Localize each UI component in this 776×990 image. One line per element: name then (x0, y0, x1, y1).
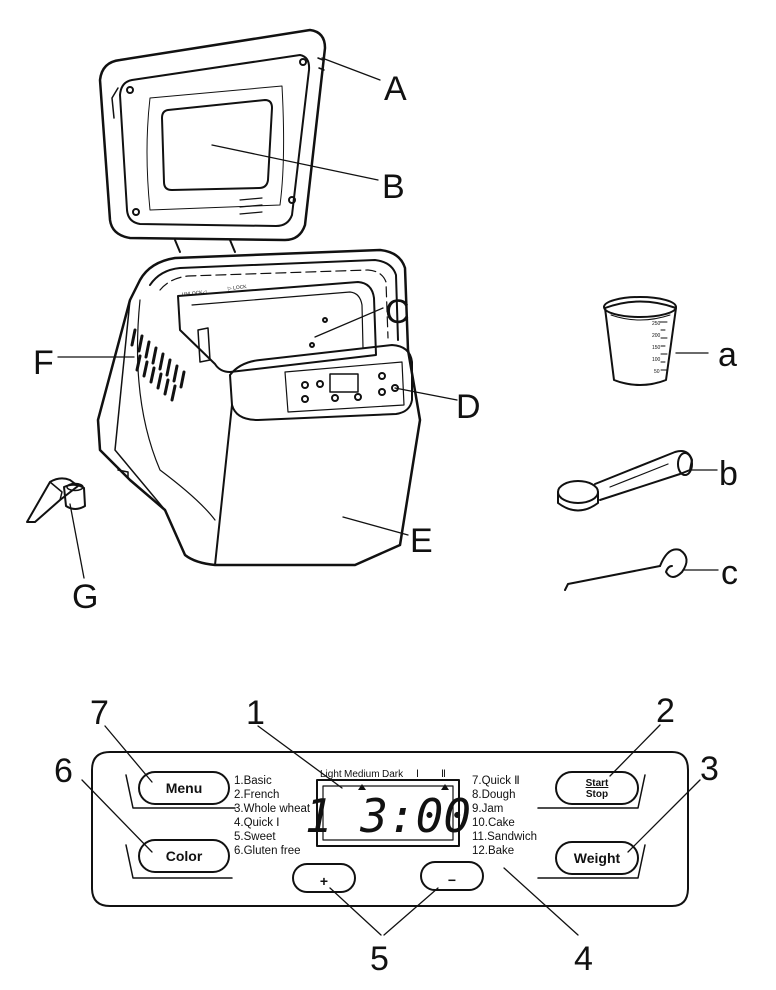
kneading-paddle (26, 477, 86, 523)
callout-B: B (382, 168, 405, 206)
program-item: 2.French (234, 789, 279, 801)
program-item: 3.Whole wheat (234, 803, 311, 815)
callout-leaders-top (57, 57, 719, 579)
unlock-mark: UNLOCK◁ (182, 289, 207, 298)
cup-tick-150: 150 (652, 345, 661, 351)
crust-dark: Dark (382, 769, 404, 780)
callout-a: a (718, 336, 737, 374)
measuring-spoon (557, 450, 693, 512)
control-panel (91, 751, 689, 907)
loaf-size-2: Ⅱ (441, 769, 446, 780)
bread-pan (177, 281, 377, 373)
cup-scale-labels: 250 200 150 100 50 (652, 321, 661, 375)
program-item: 7.Quick Ⅱ (472, 775, 520, 787)
program-item: 9.Jam (472, 803, 503, 815)
measuring-cup (603, 296, 677, 386)
air-vents (130, 328, 186, 402)
cup-tick-250: 250 (652, 321, 661, 327)
start-label: Start (586, 778, 609, 789)
crust-medium: Medium (344, 769, 380, 780)
callout-c: c (721, 554, 738, 592)
lcd-display: 1 3:00 (305, 789, 471, 843)
callout-G: G (72, 578, 98, 616)
program-item: 8.Dough (472, 789, 515, 801)
callout-labels-panel: 1 2 3 4 5 6 7 (54, 692, 719, 978)
weight-button[interactable] (555, 841, 639, 875)
callout-labels-top: A B C D E F G a b c (33, 70, 738, 616)
minus-button[interactable] (420, 861, 484, 891)
crust-indicator-header: Light Medium Dark Ⅰ Ⅱ (320, 769, 446, 780)
callout-3: 3 (700, 750, 719, 788)
panel-button-labels: Menu Color Start Stop Weight + − (166, 778, 621, 889)
crust-light: Light (320, 769, 342, 780)
program-item: 11.Sandwich (472, 831, 537, 843)
program-item: 6.Gluten free (234, 845, 300, 857)
loaf-size-1: Ⅰ (416, 769, 419, 780)
callout-D: D (456, 388, 481, 426)
paddle-hook (564, 548, 688, 591)
callout-7: 7 (90, 694, 109, 732)
plus-button-label: + (320, 873, 328, 889)
menu-button[interactable] (138, 771, 230, 805)
lid-lock-marks: UNLOCK◁ ▷ LOCK (182, 284, 248, 298)
callout-4: 4 (574, 940, 593, 978)
cup-tick-200: 200 (652, 333, 661, 339)
callout-6: 6 (54, 752, 73, 790)
program-item: 4.Quick Ⅰ (234, 817, 280, 829)
lid (98, 28, 327, 253)
callout-leaders-panel (81, 724, 701, 936)
plus-button[interactable] (292, 863, 356, 893)
callout-E: E (410, 522, 433, 560)
callout-1: 1 (246, 694, 265, 732)
program-list-left: 1.Basic 2.French 3.Whole wheat 4.Quick Ⅰ… (234, 775, 311, 857)
callout-2: 2 (656, 692, 675, 730)
cup-tick-100: 100 (652, 357, 661, 363)
callout-5: 5 (370, 940, 389, 978)
lock-mark: ▷ LOCK (228, 284, 248, 292)
color-button[interactable] (138, 839, 230, 873)
bread-maker-body (96, 248, 422, 567)
callout-A: A (384, 70, 407, 108)
menu-button-label: Menu (166, 780, 203, 796)
callout-b: b (719, 455, 738, 493)
cup-tick-50: 50 (654, 369, 660, 375)
lid-window (161, 99, 273, 191)
program-list-right: 7.Quick Ⅱ 8.Dough 9.Jam 10.Cake 11.Sandw… (472, 775, 537, 857)
start-stop-button[interactable] (555, 771, 639, 805)
stop-label: Stop (586, 789, 608, 800)
color-button-label: Color (166, 848, 203, 864)
callout-C: C (385, 293, 410, 331)
program-item: 5.Sweet (234, 831, 276, 843)
weight-button-label: Weight (574, 850, 621, 866)
program-item: 1.Basic (234, 775, 272, 787)
program-item: 10.Cake (472, 817, 515, 829)
minus-button-label: − (448, 872, 456, 888)
program-item: 12.Bake (472, 845, 514, 857)
callout-F: F (33, 344, 54, 382)
